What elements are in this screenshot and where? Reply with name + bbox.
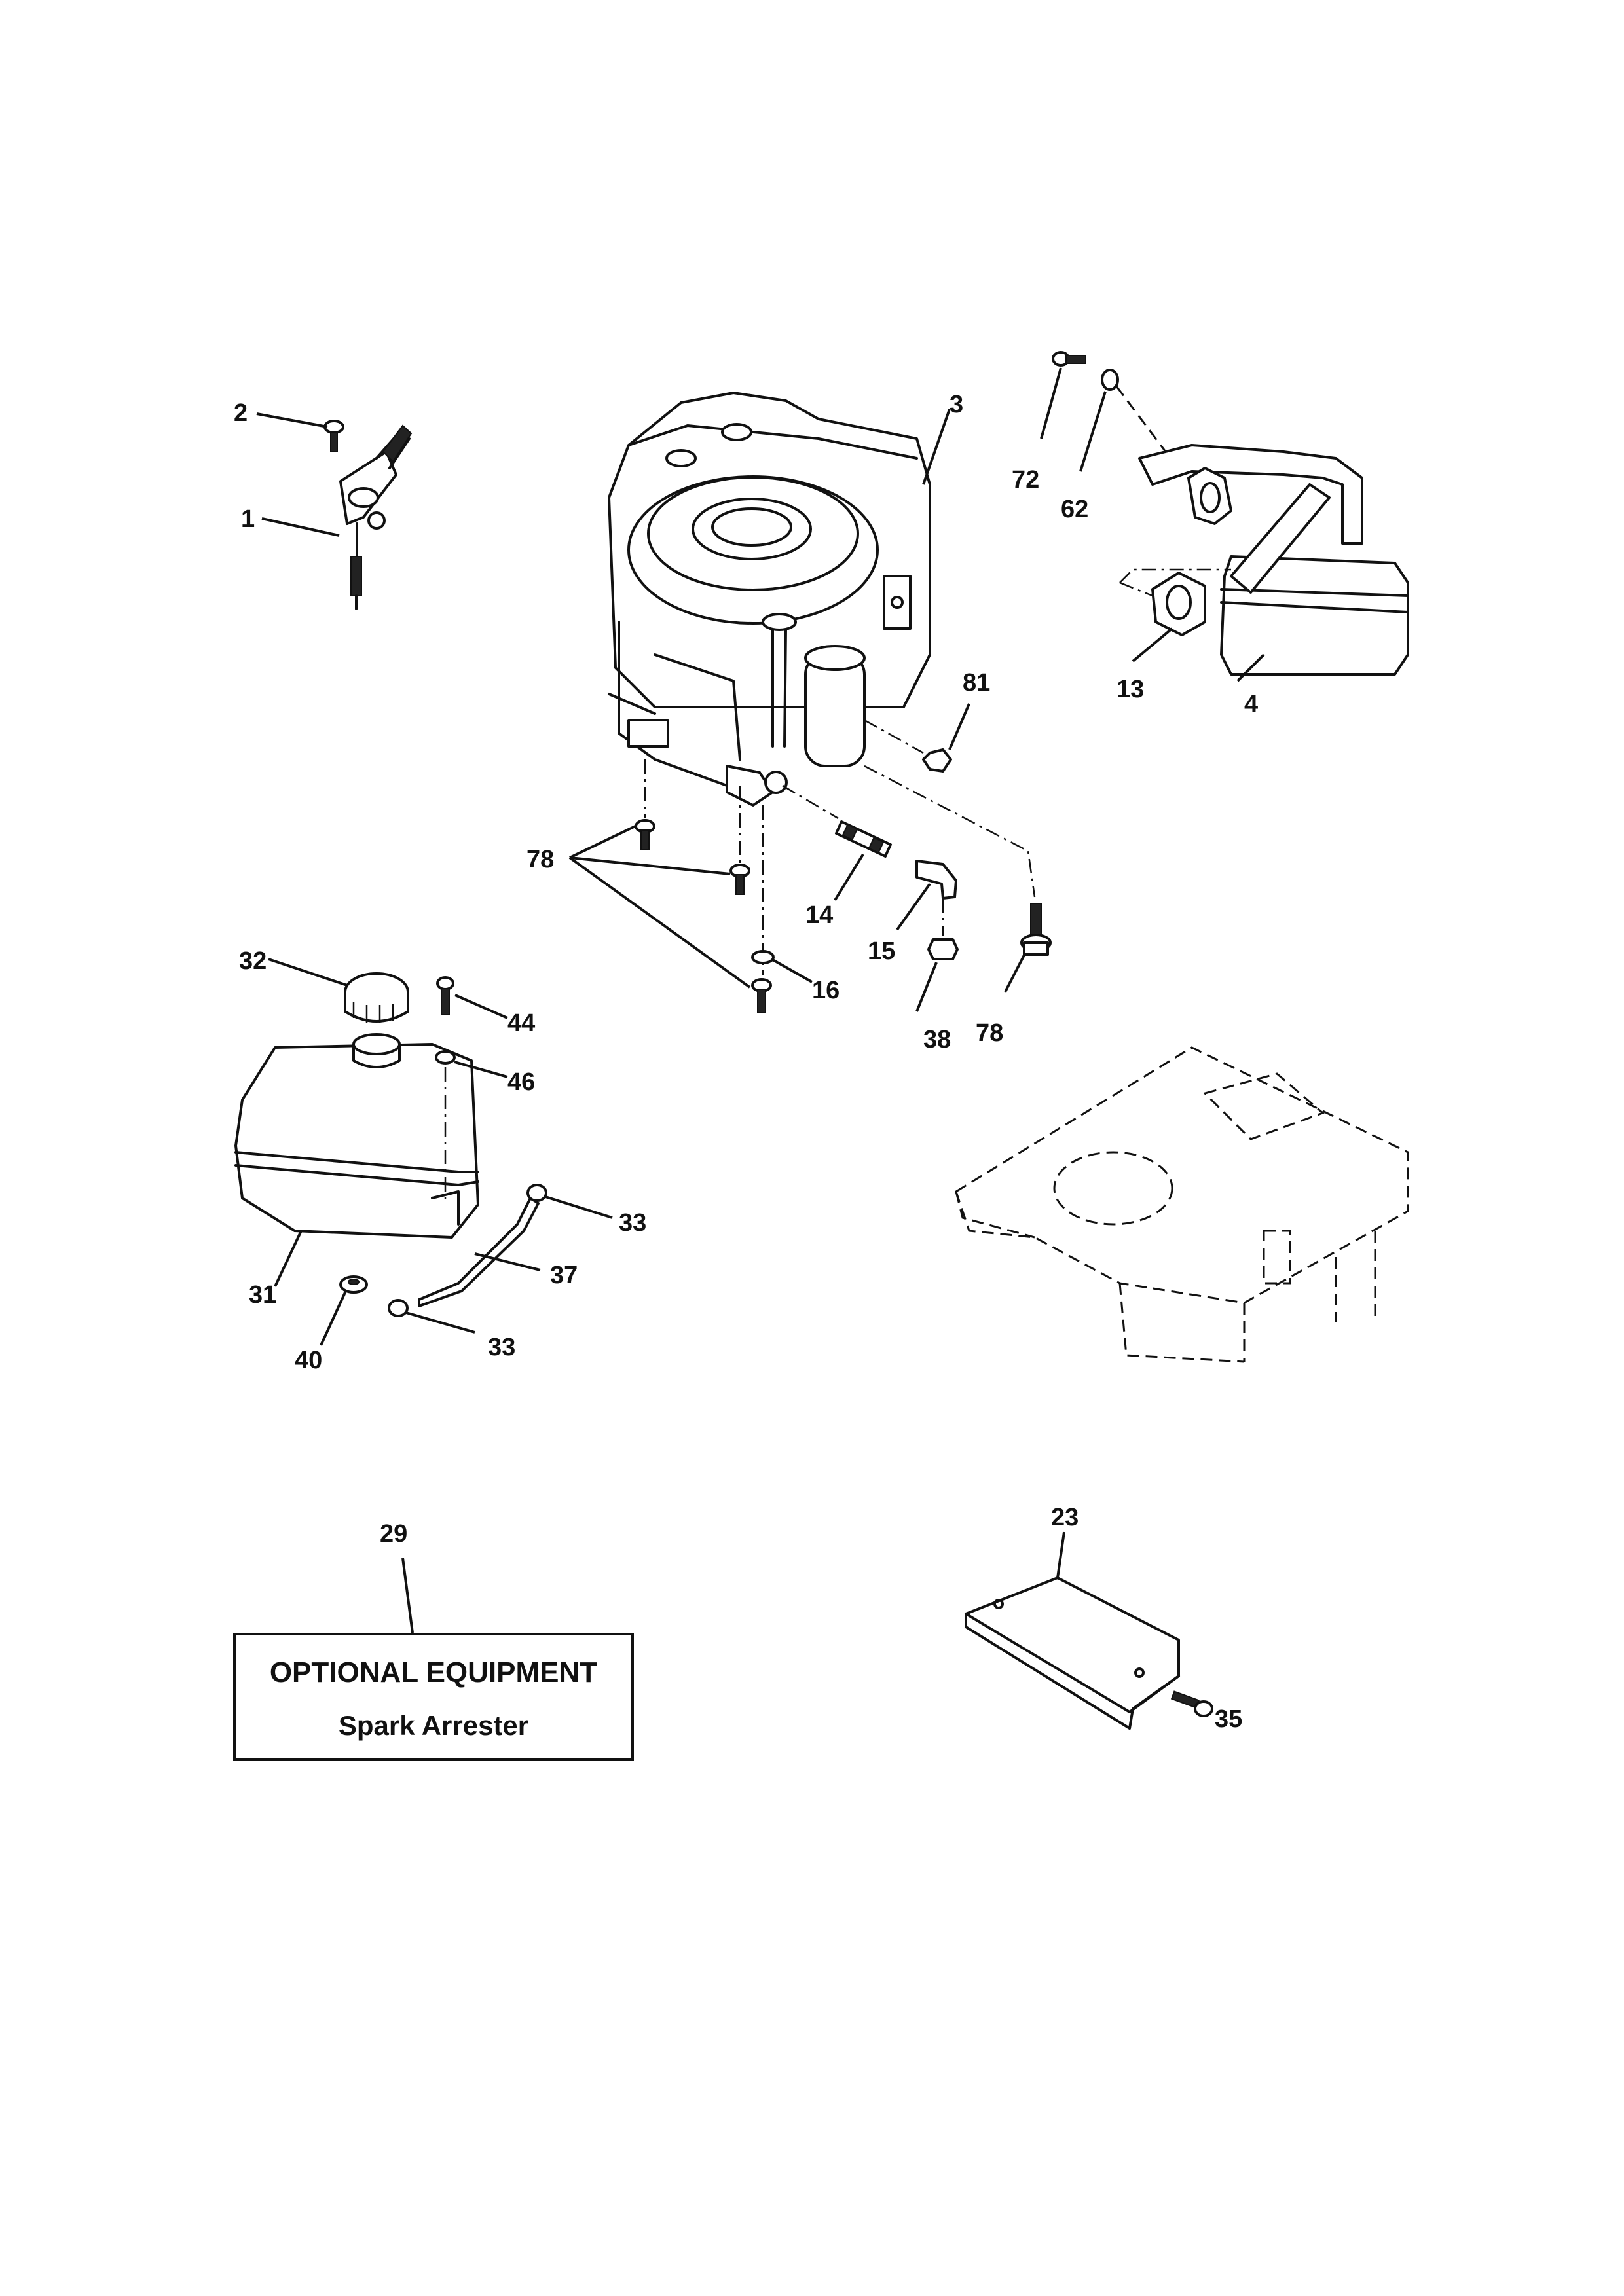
callout-4: 4 <box>1244 691 1258 718</box>
clamp-part <box>388 1299 409 1317</box>
leader-line <box>922 409 951 485</box>
assembly-line <box>1115 386 1167 452</box>
leader-line <box>772 958 813 983</box>
gasket-part <box>1151 572 1206 636</box>
leader-line <box>1079 391 1107 472</box>
engine-part <box>608 392 931 807</box>
leader-line <box>256 412 328 428</box>
grommet-part <box>339 1275 368 1294</box>
leader-line <box>274 1230 303 1287</box>
leader-line <box>569 825 636 859</box>
leader-line <box>454 1061 508 1078</box>
callout-13: 13 <box>1116 676 1144 703</box>
callout-2: 2 <box>234 399 248 427</box>
fuel-line-part <box>418 1197 540 1307</box>
leader-line <box>1056 1531 1065 1578</box>
leader-line <box>896 883 931 931</box>
callout-78-engine: 78 <box>526 846 554 873</box>
callout-46: 46 <box>507 1068 535 1096</box>
optional-equipment-title: OPTIONAL EQUIPMENT <box>269 1656 598 1688</box>
assembly-line <box>782 784 839 820</box>
callout-78-right: 78 <box>976 1019 1003 1047</box>
callout-33-top: 33 <box>619 1209 646 1237</box>
screw-part <box>436 976 454 1015</box>
bolt-part <box>1020 903 1052 956</box>
callout-14: 14 <box>805 902 833 929</box>
callout-72: 72 <box>1012 466 1039 494</box>
callout-81: 81 <box>963 669 990 697</box>
leader-line <box>569 856 731 875</box>
leader-line <box>261 517 340 537</box>
leader-line <box>1040 367 1062 439</box>
drain-cap-part <box>927 938 959 960</box>
callout-1: 1 <box>241 505 255 533</box>
callout-35: 35 <box>1215 1705 1242 1733</box>
fuel-tank-part <box>234 1033 479 1239</box>
callout-31: 31 <box>249 1281 276 1309</box>
leader-line <box>568 856 751 989</box>
bolt-part <box>751 978 772 1013</box>
callout-16: 16 <box>812 977 840 1004</box>
assembly-line <box>864 719 924 754</box>
bolt-part <box>1052 351 1086 367</box>
callout-29: 29 <box>380 1520 407 1548</box>
washer-part <box>435 1050 456 1065</box>
assembly-line <box>864 765 1036 898</box>
leader-line <box>268 958 348 987</box>
leader-line <box>1236 653 1265 682</box>
callout-44: 44 <box>507 1010 535 1037</box>
leader-line <box>454 994 508 1019</box>
drain-pipe-part <box>835 820 892 858</box>
callout-23: 23 <box>1051 1504 1079 1531</box>
callout-37: 37 <box>550 1262 578 1289</box>
leader-line <box>1004 952 1027 993</box>
leader-line <box>1132 627 1173 663</box>
washer-part <box>1101 369 1119 391</box>
callout-38: 38 <box>923 1026 951 1053</box>
elbow-part <box>915 860 957 900</box>
bolt-part <box>635 819 655 850</box>
heat-shield-part <box>965 1576 1180 1730</box>
washer-part <box>751 950 775 964</box>
leader-line <box>545 1195 613 1219</box>
leader-line <box>948 703 970 750</box>
callout-40: 40 <box>295 1347 322 1374</box>
screw-part <box>1170 1690 1213 1717</box>
callout-3: 3 <box>950 391 963 418</box>
leader-line <box>474 1252 541 1271</box>
callout-62: 62 <box>1061 496 1088 523</box>
assembly-line <box>1119 581 1153 597</box>
callout-33-bottom: 33 <box>488 1334 515 1361</box>
leader-line <box>915 962 938 1012</box>
fuel-cap-part <box>344 972 409 1023</box>
leader-line <box>320 1290 347 1346</box>
throttle-control-part <box>323 420 413 610</box>
muffler-part <box>1138 444 1409 676</box>
leader-line <box>401 1558 414 1633</box>
nut-part <box>922 748 952 773</box>
callout-32: 32 <box>239 947 267 975</box>
callout-15: 15 <box>868 938 895 965</box>
frame-reference <box>955 1046 1409 1363</box>
leader-line <box>405 1311 475 1334</box>
leader-line <box>834 853 864 902</box>
clamp-part <box>526 1184 547 1202</box>
bolt-part <box>729 864 750 895</box>
assembly-line <box>1119 568 1231 583</box>
optional-equipment-box: OPTIONAL EQUIPMENT Spark Arrester <box>233 1633 634 1761</box>
spark-arrester-label: Spark Arrester <box>338 1710 529 1741</box>
